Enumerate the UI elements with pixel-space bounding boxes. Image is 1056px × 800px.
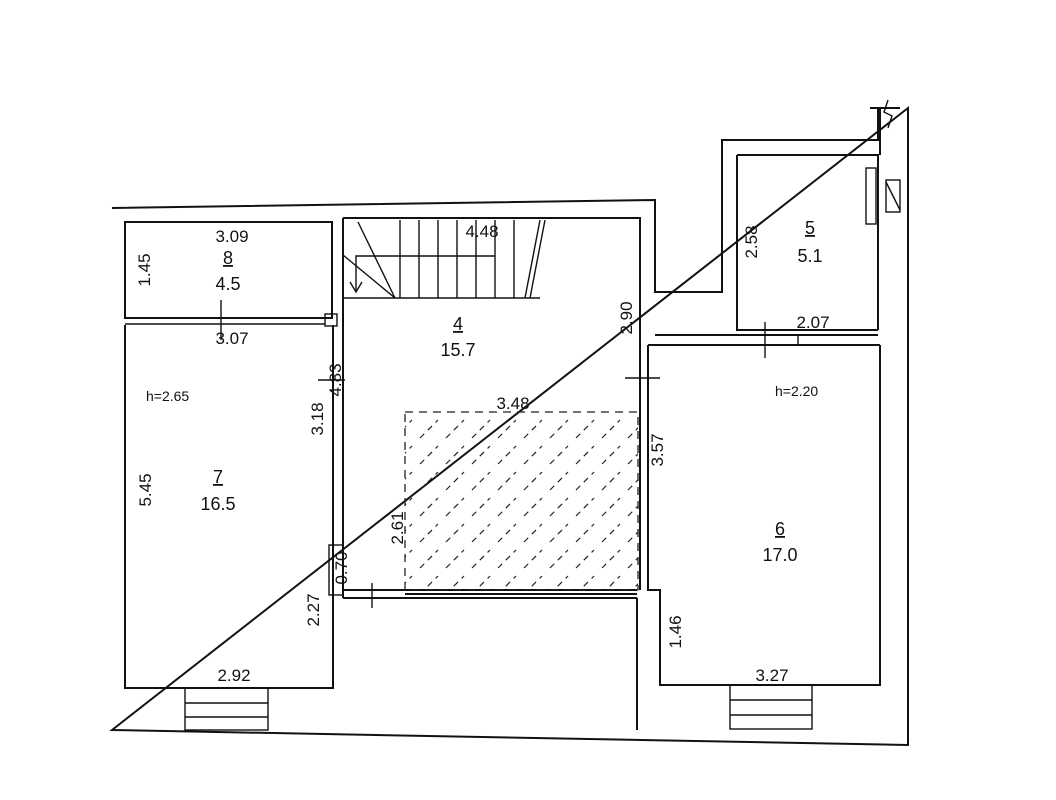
room-5-id: 5 [805,218,815,238]
dim-292: 2.92 [217,666,250,685]
dim-261: 2.61 [388,511,407,544]
dim-145: 1.45 [135,253,154,286]
room-6-area: 17.0 [762,545,797,565]
dim-307: 3.07 [215,329,248,348]
room-7-area: 16.5 [200,494,235,514]
room-7-id: 7 [213,467,223,487]
dim-146: 1.46 [666,615,685,648]
room-4-area: 15.7 [440,340,475,360]
dim-327: 3.27 [755,666,788,685]
entrance-steps-right [729,684,813,730]
dim-207: 2.07 [796,313,829,332]
dim-448: 4.48 [465,222,498,241]
dim-357: 3.57 [648,433,667,466]
dimensions: 3.09 3.07 4.48 3.48 2.07 2.92 3.27 1.45 … [135,222,830,685]
walls [109,99,909,747]
dim-318: 3.18 [308,402,327,435]
height-left: h=2.65 [146,388,189,404]
dim-309: 3.09 [215,227,248,246]
room-4-id: 4 [453,314,463,334]
dim-483: 4.83 [326,363,345,396]
room-8-area: 4.5 [215,274,240,294]
entrance-steps-left [184,687,269,731]
room-labels: 8 4.5 4 15.7 5 5.1 7 16.5 6 17.0 h=2.65 … [146,218,823,565]
room-5-area: 5.1 [797,246,822,266]
hatched-area [404,411,639,591]
room-8-id: 8 [223,248,233,268]
dim-070: 0.70 [332,551,351,584]
dim-258: 2.58 [742,225,761,258]
height-right: h=2.20 [775,383,818,399]
staircase [342,219,546,299]
room-6-id: 6 [775,519,785,539]
dim-290: 2.90 [617,301,636,334]
dim-545: 5.45 [136,473,155,506]
dim-227: 2.27 [304,593,323,626]
dim-348: 3.48 [496,394,529,413]
